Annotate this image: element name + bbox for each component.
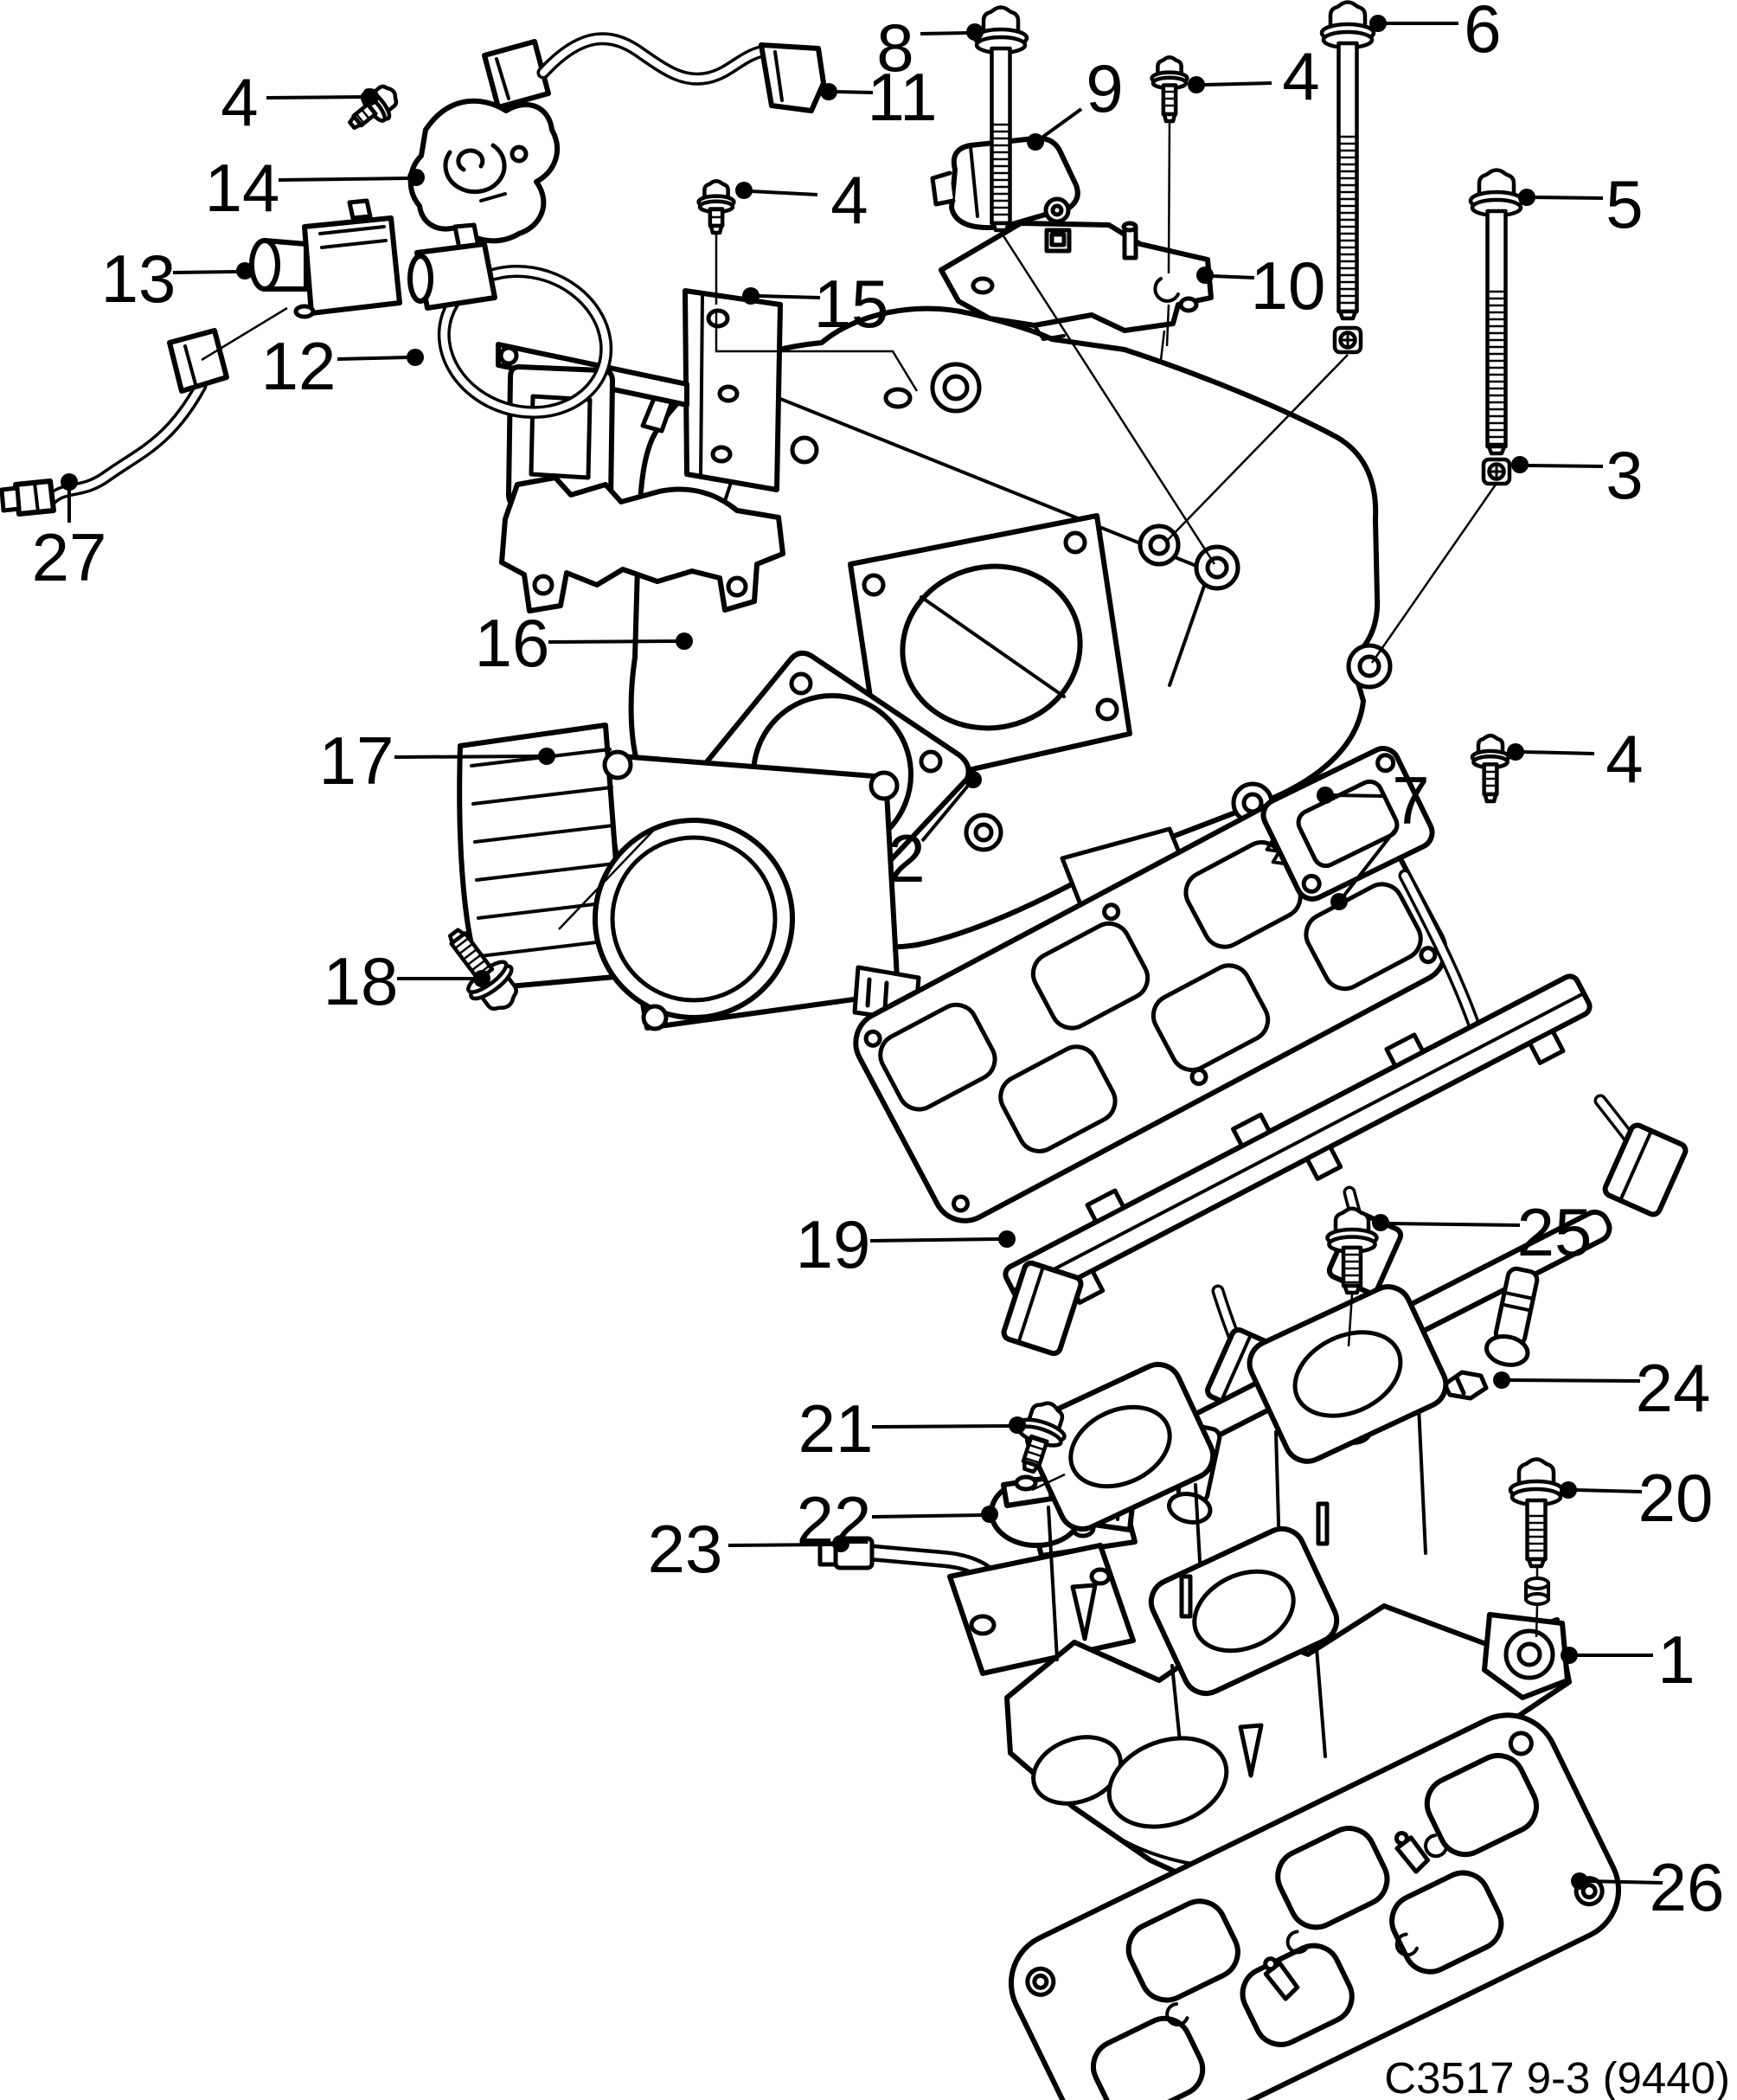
lower-manifold-drawing: [1004, 1284, 1572, 1903]
callout-24: 24: [1493, 1350, 1710, 1426]
spacer-drawing: [1524, 1577, 1550, 1606]
callout-number-12: 12: [261, 328, 337, 404]
callout-number-4: 4: [830, 162, 868, 238]
callout-number-4: 4: [1282, 38, 1319, 114]
hose-loop-drawing: [407, 222, 613, 420]
callout-number-2: 2: [888, 820, 925, 896]
callout-25: 25: [1372, 1194, 1592, 1270]
bolt-8-drawing: [972, 5, 1029, 233]
insert-lines: [201, 122, 1539, 1638]
callout-number-6: 6: [1464, 0, 1501, 67]
bracket-gaskets-drawing: [499, 364, 785, 613]
callout-26: 26: [1571, 1849, 1724, 1925]
callout-2: 2: [888, 771, 982, 896]
inlet-flange-drawing: [848, 513, 1132, 792]
callout-number-1: 1: [1657, 1622, 1695, 1698]
callout-number-14: 14: [205, 150, 280, 226]
screw-4d-drawing: [1470, 733, 1511, 804]
callout-number-24: 24: [1636, 1350, 1711, 1426]
port-gasket-drawing: [1260, 746, 1435, 902]
callout-number-7: 7: [1392, 762, 1429, 838]
callout-19: 19: [796, 1206, 1016, 1282]
callout-number-4: 4: [221, 64, 258, 140]
callout-number-4: 4: [1606, 721, 1643, 797]
throttle-body-drawing: [457, 722, 921, 1031]
callout-4: 4: [1507, 721, 1644, 797]
callout-10: 10: [1196, 247, 1325, 324]
callout-number-10: 10: [1251, 247, 1326, 324]
callout-number-27: 27: [32, 519, 107, 595]
callout-4: 4: [735, 162, 868, 238]
callout-number-13: 13: [101, 241, 176, 317]
boost-valve-drawing: [249, 198, 402, 319]
callout-number-17: 17: [319, 722, 394, 799]
callout-number-19: 19: [796, 1206, 871, 1282]
callout-18: 18: [324, 943, 490, 1019]
callout-number-15: 15: [814, 266, 889, 342]
callout-6: 6: [1369, 0, 1502, 67]
vacuum-hose-drawing: [0, 328, 229, 517]
nut-3-drawing: [1481, 457, 1512, 486]
screw-4b-drawing: [1150, 55, 1189, 124]
callout-27: 27: [32, 473, 107, 595]
callout-5: 5: [1518, 166, 1644, 242]
callout-number-26: 26: [1650, 1849, 1725, 1925]
lower-gasket-drawing: [1008, 1712, 1622, 2100]
callout-number-8: 8: [876, 10, 913, 86]
callout-17: 17: [319, 722, 555, 799]
callout-13: 13: [101, 241, 253, 317]
callout-number-20: 20: [1638, 1460, 1714, 1536]
screw-4a-drawing: [348, 84, 399, 130]
callout-20: 20: [1560, 1460, 1713, 1536]
bolt-25-drawing: [1325, 1206, 1379, 1295]
bolt-5-drawing: [1468, 168, 1525, 456]
callout-7: 7: [1317, 762, 1430, 910]
nut-3-drawing: [1332, 325, 1363, 355]
figure-code: C3517 9-3 (9440): [1384, 2053, 1730, 2100]
callout-number-18: 18: [324, 943, 399, 1019]
callout-number-21: 21: [798, 1390, 874, 1467]
harness-top-drawing: [482, 32, 826, 113]
sensor-bracket-drawing: [939, 221, 1214, 341]
callout-3: 3: [1511, 437, 1644, 513]
callout-1: 1: [1561, 1622, 1695, 1698]
callout-number-11: 11: [868, 59, 938, 135]
callout-8: 8: [876, 10, 984, 86]
bolt-21-drawing: [1017, 1401, 1067, 1474]
callout-23: 23: [648, 1511, 849, 1587]
valve-bracket-drawing: [407, 98, 560, 244]
callout-12: 12: [261, 328, 424, 404]
bolt-6-drawing: [1319, 0, 1376, 321]
callout-9: 9: [1027, 50, 1124, 151]
callout-4: 4: [1188, 38, 1320, 114]
screw-4c-drawing: [696, 179, 736, 235]
bolt-20-drawing: [1508, 1457, 1565, 1569]
map-sensor-drawing: [930, 135, 1080, 230]
callout-21: 21: [798, 1390, 1026, 1467]
callout-11: 11: [820, 59, 937, 135]
callout-14: 14: [205, 150, 425, 226]
rail-clip-drawing: [1442, 1370, 1489, 1401]
callout-number-3: 3: [1606, 437, 1643, 513]
callout-number-9: 9: [1086, 50, 1123, 126]
callout-number-25: 25: [1517, 1194, 1593, 1270]
callout-number-16: 16: [475, 605, 550, 681]
callout-number-5: 5: [1606, 166, 1643, 242]
callout-number-23: 23: [648, 1511, 723, 1587]
callout-16: 16: [475, 605, 693, 681]
callout-15: 15: [742, 266, 888, 342]
callout-4: 4: [221, 64, 379, 140]
